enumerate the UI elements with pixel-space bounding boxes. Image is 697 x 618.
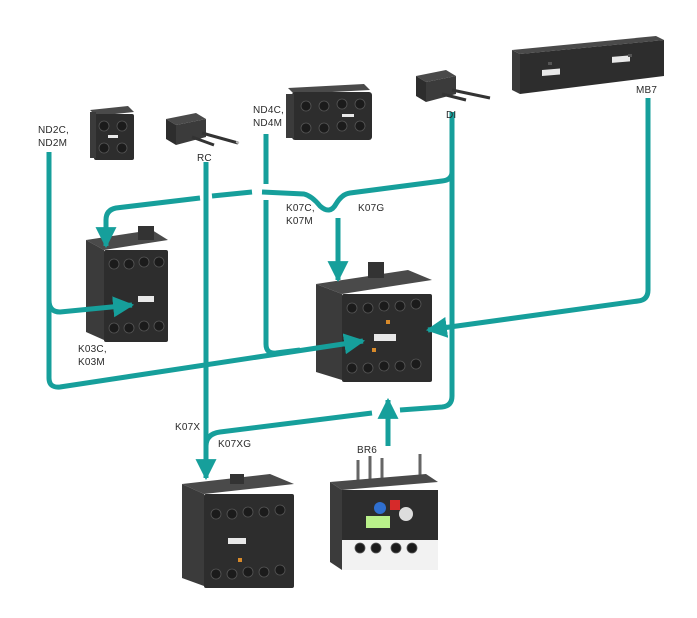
mb7-mechanical-interlock <box>512 36 664 94</box>
di-diode-module <box>416 70 491 102</box>
label-k07-b: K07G <box>358 203 385 214</box>
label-nd2: ND2C, ND2M <box>38 125 70 149</box>
label-nd4: ND4C, ND4M <box>253 105 285 129</box>
label-br6: BR6 <box>357 445 378 456</box>
line-nd4-k07 <box>263 134 301 356</box>
br6-overload-relay <box>330 454 438 570</box>
line-nd2-k07 <box>46 300 366 390</box>
label-k03: K03C, K03M <box>78 344 107 368</box>
label-k07-a: K07C, K07M <box>286 203 315 227</box>
line-di-k03-b <box>106 189 253 246</box>
nd2-aux-contact-block <box>90 106 134 160</box>
label-mb7: MB7 <box>636 85 658 96</box>
line-di-k03 <box>261 112 455 213</box>
label-k07x-a: K07X <box>175 422 201 433</box>
rc-suppressor-module <box>166 113 240 147</box>
line-di-down <box>399 172 455 413</box>
line-di-k07x <box>203 410 373 447</box>
label-rc: RC <box>197 153 212 164</box>
nd4-aux-contact-block <box>286 84 372 140</box>
k07-contactor <box>316 262 432 382</box>
line-mb7-k07 <box>425 98 651 338</box>
label-di: DI <box>446 110 457 121</box>
k07x-contactor <box>182 474 294 588</box>
k03-contactor <box>86 226 168 342</box>
label-k07x-b: K07XG <box>218 439 252 450</box>
